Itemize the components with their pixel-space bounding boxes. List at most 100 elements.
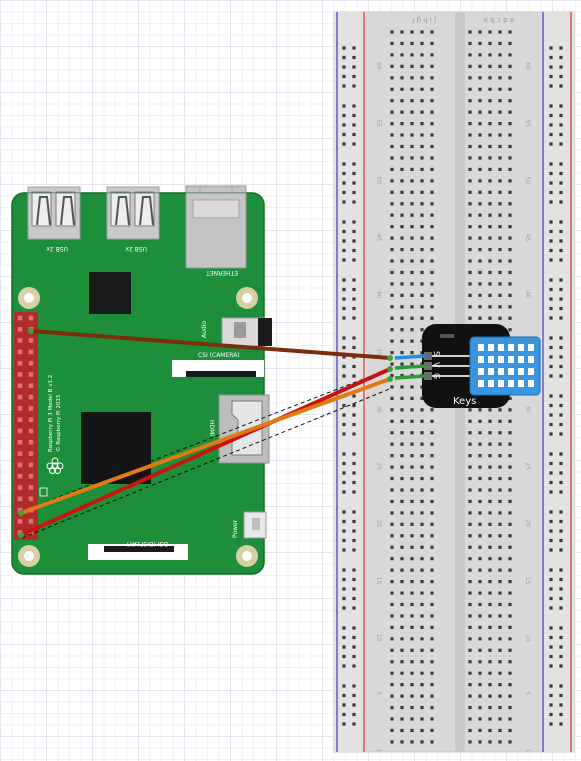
breadboard-hole — [430, 431, 434, 435]
breadboard-hole — [468, 614, 472, 618]
breadboard-hole — [488, 740, 492, 744]
breadboard-hole — [400, 728, 404, 733]
rail-hole — [342, 712, 346, 717]
rail-hole — [559, 200, 563, 204]
rail-hole — [352, 461, 356, 466]
breadboard-hole — [498, 522, 502, 526]
sensor-grille-slot — [528, 380, 534, 387]
rail-hole — [352, 490, 356, 494]
breadboard-hole — [508, 53, 512, 57]
gpio-pin — [17, 394, 23, 400]
sensor-grille-slot — [488, 344, 494, 351]
breadboard-hole — [478, 179, 482, 183]
guide-dashed-2 — [21, 387, 393, 539]
breadboard-hole — [420, 236, 424, 240]
breadboard-hole — [498, 87, 502, 91]
rail-hole — [559, 355, 563, 359]
breadboard-hole — [488, 614, 492, 618]
sensor-grille-slot — [528, 368, 534, 375]
sensor-grille-slot — [518, 380, 524, 387]
breadboard-hole — [488, 247, 492, 252]
breadboard-hole — [478, 53, 482, 57]
gpio-pin — [17, 462, 23, 468]
breadboard-hole — [420, 705, 424, 710]
rail-hole — [342, 200, 346, 204]
breadboard-hole — [478, 316, 482, 320]
rail-hole — [352, 529, 356, 533]
breadboard-hole — [478, 522, 482, 526]
breadboard-hole — [400, 76, 404, 80]
breadboard-hole — [410, 133, 414, 137]
rail-hole — [549, 461, 553, 466]
breadboard-hole — [508, 557, 512, 561]
breadboard-hole — [508, 454, 512, 458]
breadboard-hole — [468, 190, 472, 194]
breadboard-hole — [420, 625, 424, 629]
breadboard-hole — [478, 293, 482, 297]
rail-hole — [342, 220, 346, 224]
breadboard-hole — [508, 442, 512, 446]
breadboard-hole — [390, 351, 394, 355]
rail-hole — [342, 510, 346, 514]
breadboard-hole — [468, 648, 472, 652]
breadboard-row-number-right: 60 — [524, 62, 531, 70]
rail-hole — [342, 693, 346, 698]
breadboard-hole — [478, 87, 482, 91]
breadboard-hole — [478, 499, 482, 504]
breadboard-hole — [410, 30, 414, 34]
breadboard-hole — [390, 247, 394, 252]
raspberry-logo-icon — [46, 457, 64, 474]
breadboard-hole — [400, 167, 404, 171]
sensor-grille — [478, 344, 534, 387]
breadboard-hole — [478, 580, 482, 584]
gpio-marker — [39, 487, 48, 497]
breadboard-hole — [420, 122, 424, 126]
breadboard-hole — [420, 522, 424, 526]
breadboard-hole — [488, 179, 492, 183]
breadboard-hole — [498, 167, 502, 171]
breadboard-hole — [498, 625, 502, 629]
breadboard-hole — [478, 625, 482, 629]
rail-hole — [549, 664, 553, 668]
breadboard-hole — [508, 694, 512, 698]
rail-hole — [559, 84, 563, 88]
hdmi-label: HDMI — [208, 420, 215, 436]
breadboard-hole — [390, 408, 394, 412]
rail-hole — [342, 654, 346, 659]
breadboard-hole — [410, 465, 414, 469]
rail-hole — [559, 258, 563, 262]
rail-hole — [342, 104, 346, 108]
rail-hole — [352, 403, 356, 408]
breadboard-row-number-right: 25 — [524, 462, 531, 470]
breadboard-hole — [430, 637, 434, 641]
breadboard-hole — [508, 534, 512, 538]
breadboard-hole — [430, 648, 434, 652]
rail-hole — [342, 162, 346, 166]
breadboard-hole — [390, 637, 394, 641]
rail-hole — [559, 461, 563, 466]
breadboard-hole — [508, 717, 512, 721]
rail-hole — [549, 364, 553, 369]
breadboard-hole — [468, 282, 472, 286]
rail-hole — [352, 519, 356, 524]
rail-hole — [352, 248, 356, 253]
breadboard-hole — [468, 213, 472, 217]
breadboard-hole — [410, 740, 414, 744]
rail-hole — [549, 345, 553, 350]
breadboard-row-number-left: 35 — [375, 348, 382, 356]
breadboard-hole — [488, 270, 492, 275]
breadboard-hole — [498, 648, 502, 652]
rail-hole — [352, 452, 356, 456]
breadboard-hole — [410, 591, 414, 595]
rail-hole — [549, 258, 553, 262]
breadboard-hole — [410, 648, 414, 652]
breadboard-hole — [508, 740, 512, 744]
breadboard-hole — [478, 637, 482, 641]
pin-label-v: V — [432, 362, 441, 368]
breadboard-hole — [430, 580, 434, 584]
breadboard-hole — [498, 316, 502, 320]
breadboard-hole — [468, 740, 472, 744]
rail-hole — [342, 432, 346, 436]
rail-hole — [342, 132, 346, 137]
